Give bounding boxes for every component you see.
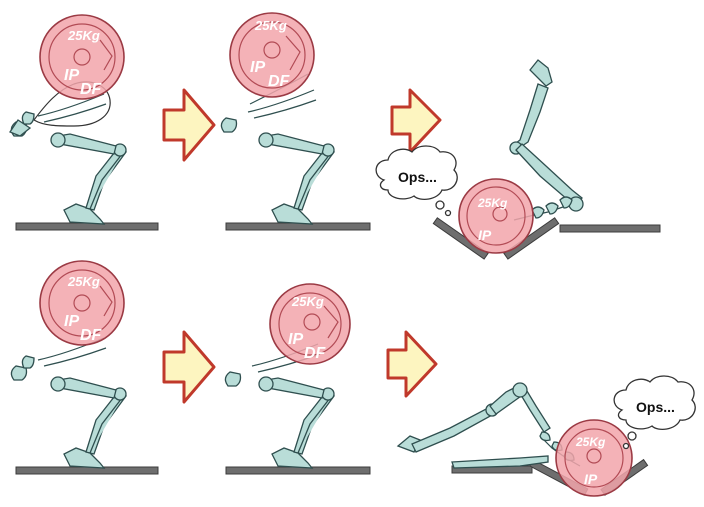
platform	[226, 467, 370, 474]
plate-letters-bottom: DF	[80, 81, 103, 98]
plate-letters-top: IP	[64, 67, 79, 84]
plate-letters-bottom: DF	[80, 327, 103, 344]
arrow-right-icon	[164, 332, 214, 402]
plate-label: 25Kg	[477, 196, 508, 210]
weight-plate: 25Kg IP DF	[230, 13, 314, 97]
weight-plate: 25Kg IP DF	[270, 284, 350, 364]
thought-text: Ops...	[398, 169, 437, 185]
arrow-right-icon	[392, 90, 440, 152]
thought-bubble: Ops...	[376, 146, 457, 216]
thought-text: Ops...	[636, 399, 675, 415]
weight-plate: 25Kg IP	[556, 420, 632, 496]
platform	[226, 223, 370, 230]
platform	[16, 467, 158, 474]
platform	[16, 223, 158, 230]
weight-plate: 25Kg IP DF	[40, 261, 124, 345]
arrow-right-icon	[164, 90, 214, 160]
figure-top-2: 25Kg IP DF	[221, 13, 370, 230]
plate-label: 25Kg	[291, 294, 324, 309]
plate-label: 25Kg	[575, 435, 606, 449]
plate-letters-bottom: DF	[268, 73, 291, 90]
plate-letters-top: IP	[584, 471, 598, 487]
platform	[560, 225, 660, 232]
plate-letters-top: IP	[250, 59, 265, 76]
figure-bottom-1: 25Kg IP DF	[11, 261, 158, 474]
figure-top-1: 25Kg IP DF	[10, 15, 158, 230]
plate-letters-bottom: DF	[304, 345, 327, 362]
plate-letters-top: IP	[478, 227, 492, 243]
plate-label: 25Kg	[254, 18, 287, 33]
arrow-right-icon	[388, 332, 436, 396]
figure-top-3: 25Kg IP Ops...	[376, 60, 660, 259]
figure-bottom-3: 25Kg IP Ops...	[398, 376, 695, 496]
weight-plate: 25Kg IP DF	[40, 15, 124, 99]
plate-letters-top: IP	[64, 313, 79, 330]
plate-label: 25Kg	[67, 28, 100, 43]
plate-label: 25Kg	[67, 274, 100, 289]
weight-plate: 25Kg IP	[459, 179, 533, 253]
figure-bottom-2: 25Kg IP DF	[225, 284, 370, 474]
plate-letters-top: IP	[288, 331, 303, 348]
